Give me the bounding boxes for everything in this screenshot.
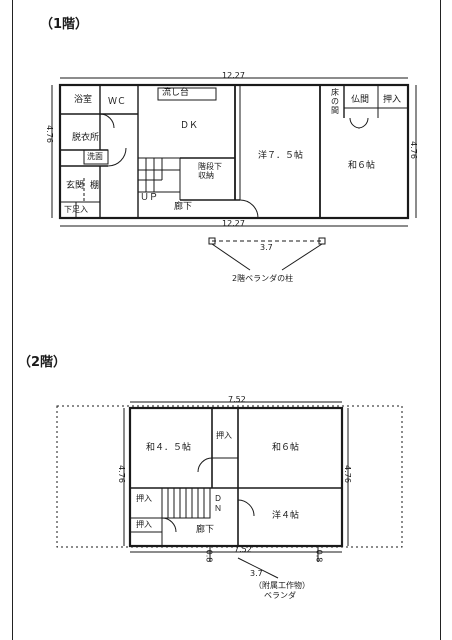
floor2-note-veranda: ベランダ — [264, 591, 296, 600]
floor1-dim-top: 12.27 — [222, 71, 245, 80]
floor1-dim-veranda: 3.7 — [260, 243, 273, 252]
scan-edge-right — [440, 0, 441, 640]
floor1-dim-bottom: 12.27 — [222, 219, 245, 228]
floor1-title: （1階） — [40, 17, 89, 32]
room-dk: ＤＫ — [180, 121, 199, 131]
floor1-walls — [58, 83, 410, 220]
room-western-7-5: 洋７．５帖 — [258, 151, 304, 161]
floor2-note-structure: （附属工作物） — [254, 581, 310, 590]
room-under-stairs-storage: 階段下収納 — [198, 162, 222, 180]
floor1-dim-left: 4.76 — [44, 125, 54, 143]
floor2-dim-offset-right: 0.8 — [314, 549, 324, 563]
room-oshiire: 押入 — [383, 95, 402, 105]
scan-edge-left — [12, 0, 13, 640]
floor1-dim-right: 4.76 — [408, 141, 418, 159]
floor1-dim-lines — [51, 77, 417, 227]
room-western-4: 洋４帖 — [272, 511, 300, 521]
room-entrance: 玄関 — [66, 181, 85, 191]
room-shoebox: 棚 — [90, 181, 100, 191]
floor2-dim-top: 7.52 — [228, 395, 246, 404]
stairs-down-label: ＤＮ — [214, 494, 222, 513]
room-butsuma: 仏間 — [351, 95, 370, 105]
floor2-walls — [56, 405, 403, 548]
room-tokonoma: 床の間 — [331, 88, 339, 115]
room-wc: ＷＣ — [108, 97, 127, 107]
room-sink: 流し台 — [162, 88, 190, 98]
floor2-title: （2階） — [18, 355, 67, 370]
room-japanese-4-5: 和４．５帖 — [146, 443, 192, 453]
room-shoe-storage: 下足入 — [64, 205, 88, 214]
floor2-dim-lines — [123, 401, 349, 579]
floor2-dim-offset-left: 0.8 — [204, 549, 214, 563]
floor2-dim-bottom: 7.52 — [234, 545, 252, 554]
floor2-dim-veranda: 3.7 — [250, 569, 263, 578]
floor1-veranda-pillars — [208, 237, 326, 271]
floor2-dim-left: 4.76 — [116, 465, 126, 483]
floor2-dim-right: 4.76 — [342, 465, 352, 483]
room-dressing: 脱衣所 — [72, 133, 100, 143]
room-bath: 浴室 — [74, 95, 93, 105]
room-washbasin: 洗面 — [87, 152, 103, 161]
room-japanese-6: 和６帖 — [348, 161, 376, 171]
floor1-veranda-note: 2階ベランダの柱 — [232, 274, 294, 283]
room-hall-1f: 廊下 — [174, 202, 193, 212]
room-oshiire-left-b: 押入 — [136, 520, 152, 529]
room-oshiire-left-a: 押入 — [136, 494, 152, 503]
room-hall-2f: 廊下 — [196, 525, 215, 535]
room-japanese-6-2f: 和６帖 — [272, 443, 300, 453]
room-oshiire-center: 押入 — [216, 431, 232, 440]
stairs-up-label: ＵＰ — [140, 193, 159, 203]
